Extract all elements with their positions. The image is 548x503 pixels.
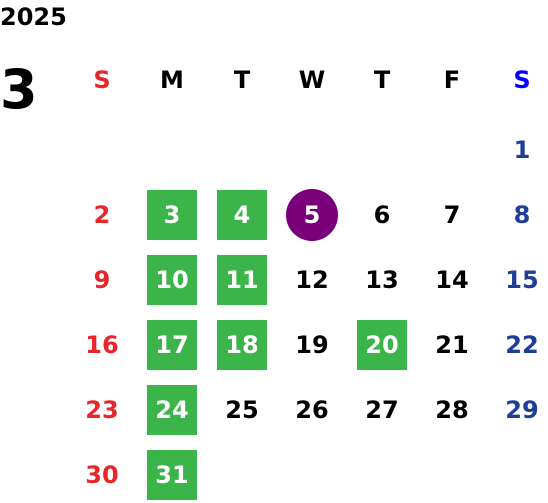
day-cell-7[interactable]: 7 — [443, 201, 461, 229]
weekday-header-saturday: S — [513, 66, 531, 94]
day-cell-29[interactable]: 29 — [505, 396, 539, 424]
day-cell-21[interactable]: 21 — [435, 331, 469, 359]
day-cell-1[interactable]: 1 — [513, 136, 531, 164]
today-marker: 5 — [286, 189, 338, 241]
day-cell-24[interactable]: 24 — [147, 385, 197, 435]
day-cell-8[interactable]: 8 — [513, 201, 531, 229]
weekday-header-sunday: S — [93, 66, 111, 94]
day-cell-23[interactable]: 23 — [85, 396, 119, 424]
day-cell-18[interactable]: 18 — [217, 320, 267, 370]
day-cell-22[interactable]: 22 — [505, 331, 539, 359]
day-cell-31[interactable]: 31 — [147, 450, 197, 500]
day-cell-25[interactable]: 25 — [225, 396, 259, 424]
day-cell-19[interactable]: 19 — [295, 331, 329, 359]
day-cell-27[interactable]: 27 — [365, 396, 399, 424]
day-cell-3[interactable]: 3 — [147, 190, 197, 240]
weekday-header-tuesday: T — [233, 66, 251, 94]
day-cell-15[interactable]: 15 — [505, 266, 539, 294]
day-cell-17[interactable]: 17 — [147, 320, 197, 370]
day-cell-26[interactable]: 26 — [295, 396, 329, 424]
day-cell-10[interactable]: 10 — [147, 255, 197, 305]
day-cell-28[interactable]: 28 — [435, 396, 469, 424]
weekday-header-monday: M — [160, 66, 184, 94]
weekday-header-wednesday: W — [298, 66, 326, 94]
day-cell-2[interactable]: 2 — [93, 201, 111, 229]
month-number: 3 — [0, 58, 38, 121]
day-cell-20[interactable]: 20 — [357, 320, 407, 370]
day-cell-16[interactable]: 16 — [85, 331, 119, 359]
day-cell-11[interactable]: 11 — [217, 255, 267, 305]
day-cell-13[interactable]: 13 — [365, 266, 399, 294]
day-cell-6[interactable]: 6 — [373, 201, 391, 229]
year-label: 2025 — [0, 3, 67, 31]
day-cell-9[interactable]: 9 — [93, 266, 111, 294]
weekday-header-thursday: T — [373, 66, 391, 94]
day-cell-30[interactable]: 30 — [85, 461, 119, 489]
weekday-header-friday: F — [443, 66, 461, 94]
day-cell-14[interactable]: 14 — [435, 266, 469, 294]
day-cell-12[interactable]: 12 — [295, 266, 329, 294]
day-cell-5[interactable]: 5 — [286, 189, 338, 241]
day-cell-4[interactable]: 4 — [217, 190, 267, 240]
